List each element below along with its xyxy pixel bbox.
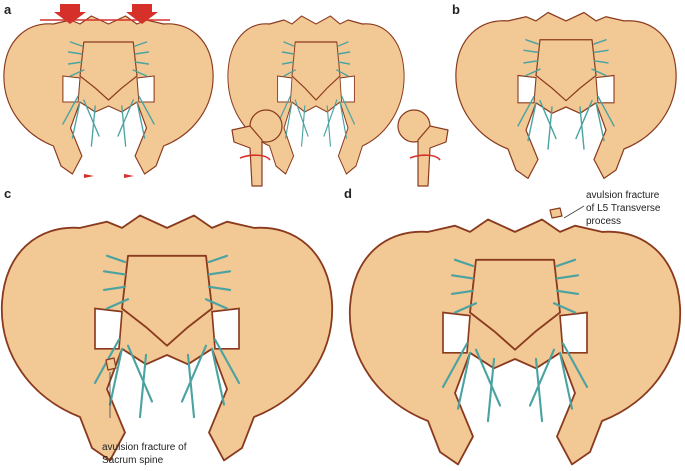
annotation-d-line2: of L5 Transverse bbox=[586, 203, 661, 214]
pelvis-c bbox=[0, 214, 334, 462]
avulsed-fragment-d bbox=[549, 207, 563, 219]
femur-right bbox=[397, 109, 449, 187]
annotation-d-line3: process bbox=[586, 216, 621, 227]
panel-a: a bbox=[3, 2, 449, 187]
panel-letter-c: c bbox=[4, 186, 11, 201]
fragment-marks bbox=[84, 174, 134, 178]
panel-c: c avulsion fracture of Sacrum spine bbox=[0, 186, 334, 466]
avulsed-fragment-c bbox=[105, 357, 117, 371]
annotation-c-line2: Sacrum spine bbox=[102, 455, 164, 466]
force-arrow-left-icon bbox=[54, 4, 86, 24]
annotation-d-line1: avulsion fracture bbox=[586, 190, 660, 201]
panel-letter-d: d bbox=[344, 186, 352, 201]
panel-letter-b: b bbox=[452, 2, 460, 17]
annotation-c-line1: avulsion fracture of bbox=[102, 442, 187, 453]
pelvis-d bbox=[348, 218, 682, 466]
panel-letter-a: a bbox=[4, 2, 12, 17]
leader-line-d bbox=[563, 205, 585, 219]
pelvis-b bbox=[455, 11, 677, 180]
panel-b: b bbox=[452, 2, 677, 180]
pelvis-a-compressed bbox=[3, 15, 214, 175]
panel-d: d avulsion fracture of L5 Transverse pro… bbox=[344, 186, 682, 466]
femur-left bbox=[231, 109, 283, 187]
force-arrow-right-icon bbox=[126, 4, 158, 24]
